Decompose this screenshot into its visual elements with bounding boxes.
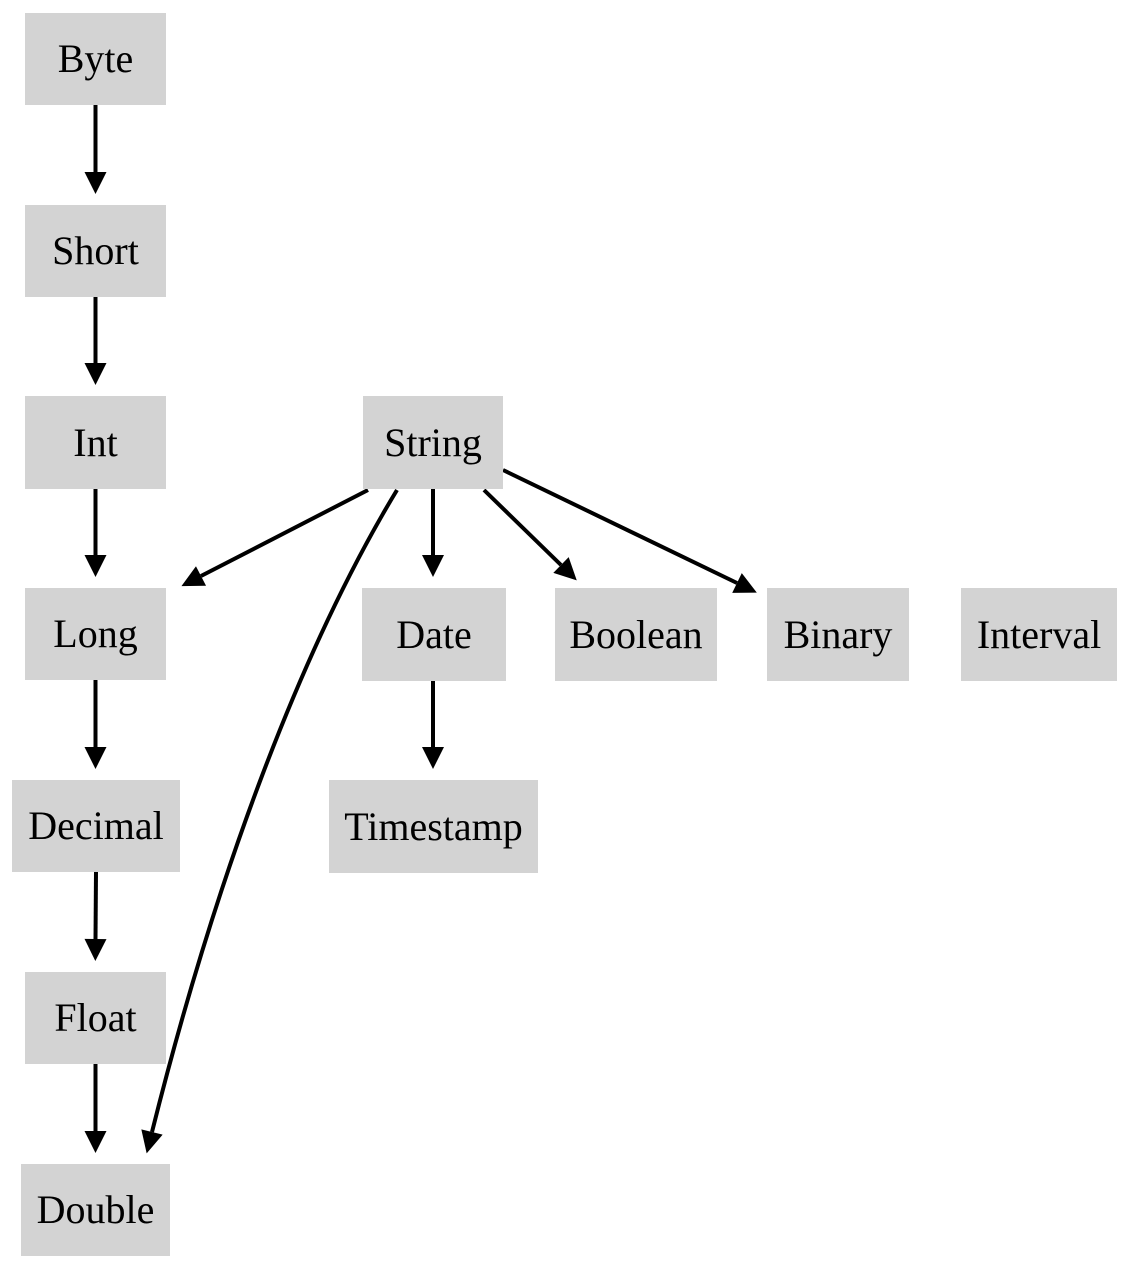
node-byte-label: Byte <box>57 36 134 81</box>
node-double-label: Double <box>36 1187 155 1232</box>
node-long: Long <box>25 588 166 680</box>
node-int-label: Int <box>73 419 118 465</box>
node-float-label: Float <box>54 995 137 1040</box>
node-float: Float <box>25 972 166 1064</box>
node-decimal-label: Decimal <box>28 803 164 848</box>
node-boolean: Boolean <box>555 588 717 681</box>
node-string-label: String <box>384 419 482 465</box>
node-binary-label: Binary <box>783 611 893 657</box>
node-double: Double <box>21 1164 170 1256</box>
node-interval-label: Interval <box>976 611 1102 657</box>
edge-string-boolean <box>482 488 577 581</box>
node-short: Short <box>25 205 166 297</box>
edge-string-double <box>141 488 399 1154</box>
edge-string-binary <box>502 468 757 593</box>
node-timestamp: Timestamp <box>329 780 538 873</box>
node-interval: Interval <box>961 588 1117 681</box>
node-decimal: Decimal <box>12 780 180 872</box>
node-byte: Byte <box>25 13 166 105</box>
node-timestamp-label: Timestamp <box>344 803 523 849</box>
node-binary: Binary <box>767 588 909 681</box>
node-date-label: Date <box>396 611 472 657</box>
node-short-label: Short <box>52 228 139 273</box>
node-long-label: Long <box>53 611 138 656</box>
edge-decimal-float <box>84 871 107 961</box>
node-string: String <box>363 396 503 489</box>
edge-string-long <box>181 488 369 587</box>
node-int: Int <box>25 396 166 489</box>
node-date: Date <box>362 588 506 681</box>
node-boolean-label: Boolean <box>569 611 703 657</box>
